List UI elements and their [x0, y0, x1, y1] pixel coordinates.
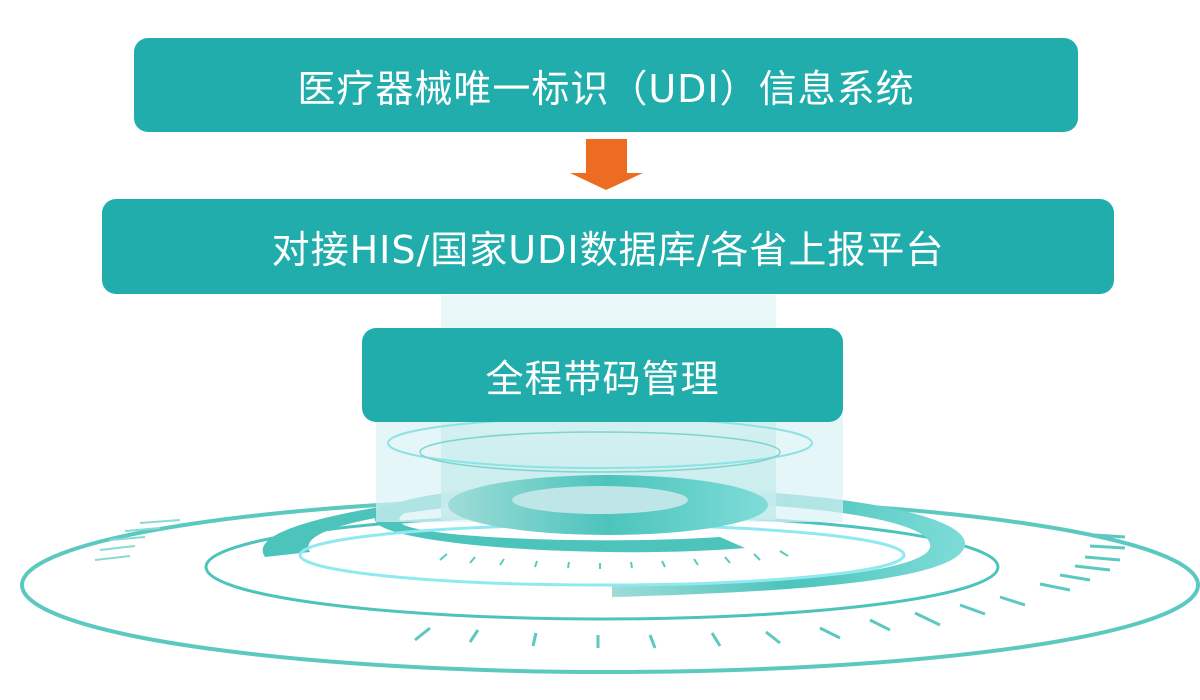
full-process-label: 全程带码管理 — [485, 356, 720, 401]
inner-ticks — [439, 550, 789, 569]
inner-arc — [374, 490, 745, 553]
integration-label: 对接HIS/国家UDI数据库/各省上报平台 — [271, 228, 945, 272]
udi-system-box: 医疗器械唯一标识（UDI）信息系统 — [134, 38, 1078, 132]
udi-system-label: 医疗器械唯一标识（UDI）信息系统 — [297, 66, 915, 111]
base-disc-hole — [512, 486, 688, 514]
outer-ticks — [414, 533, 1126, 649]
thick-arc-right — [612, 492, 966, 597]
beam-ring-mid — [419, 431, 781, 473]
left-ticks — [94, 519, 181, 561]
integration-box: 对接HIS/国家UDI数据库/各省上报平台 — [102, 199, 1114, 294]
full-process-box: 全程带码管理 — [362, 328, 843, 422]
